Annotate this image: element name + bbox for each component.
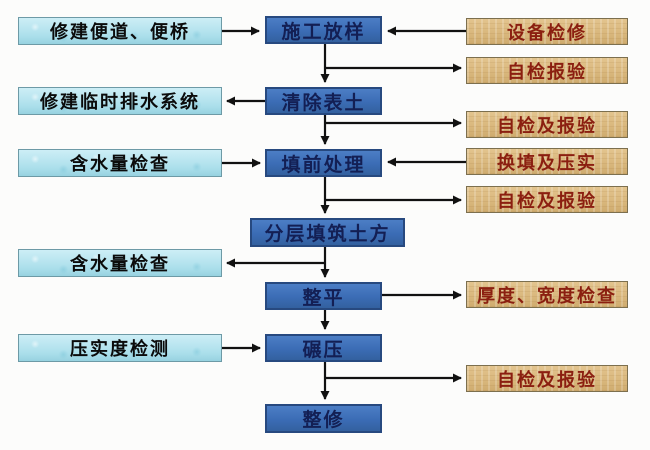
node-temp-drainage-system: 修建临时排水系统 — [18, 87, 222, 115]
node-replace-fill-compact: 换填及压实 — [466, 148, 628, 175]
node-equipment-overhaul: 设备检修 — [466, 18, 628, 45]
node-construction-layout: 施工放样 — [265, 16, 382, 44]
node-self-check-report: 自检报验 — [466, 57, 628, 84]
node-rolling: 碾压 — [265, 334, 382, 362]
node-thickness-width-check: 厚度、宽度检查 — [466, 281, 628, 308]
node-layered-fill-earthwork: 分层填筑土方 — [250, 218, 405, 247]
node-compaction-test: 压实度检测 — [18, 334, 222, 362]
node-leveling: 整平 — [265, 282, 382, 310]
node-self-check-and-report-3: 自检及报验 — [466, 365, 628, 392]
node-build-access-roads: 修建便道、便桥 — [18, 17, 222, 45]
node-moisture-check-1: 含水量检查 — [18, 149, 222, 177]
node-moisture-check-2: 含水量检查 — [18, 249, 222, 277]
node-self-check-and-report-2: 自检及报验 — [466, 186, 628, 213]
node-finishing: 整修 — [265, 404, 382, 433]
node-prefill-treatment: 填前处理 — [265, 149, 382, 177]
node-self-check-and-report-1: 自检及报验 — [466, 111, 628, 138]
node-clear-topsoil: 清除表土 — [265, 87, 382, 115]
